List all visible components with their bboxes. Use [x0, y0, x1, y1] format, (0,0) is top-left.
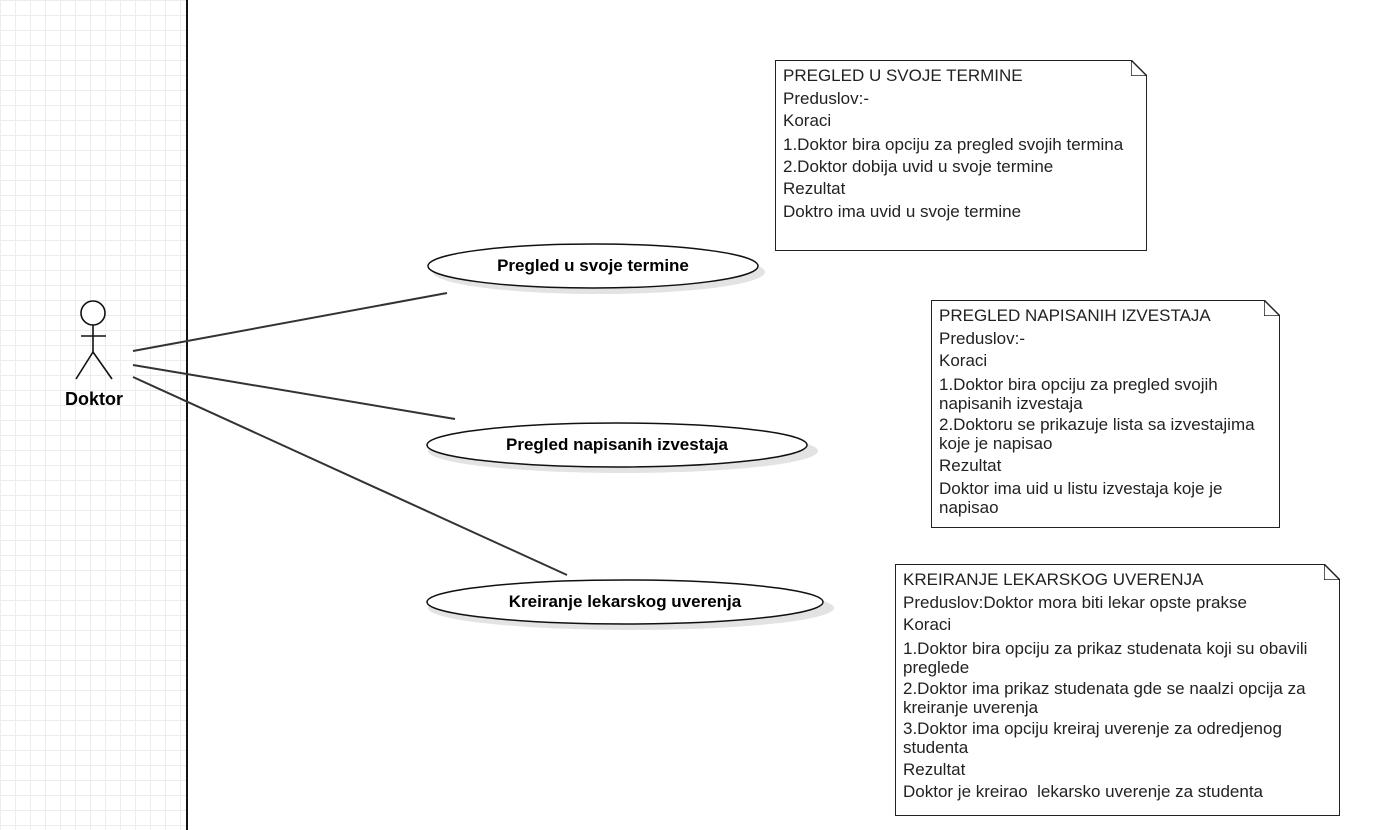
note-line: 2.Doktor dobija uvid u svoje termine	[783, 156, 1054, 176]
actor-head	[80, 300, 106, 326]
actor-label: Doktor	[65, 389, 123, 409]
note-line: Rezultat	[903, 759, 966, 779]
note-line: Rezultat	[939, 455, 1002, 475]
note-line: 1.Doktor bira opciju za pregled svojih n…	[939, 374, 1223, 413]
use-case-label-1: Pregled u svoje termine	[497, 256, 689, 275]
association-line-2[interactable]	[132, 364, 456, 420]
use-case-label-3: Kreiranje lekarskog uverenja	[508, 592, 742, 611]
note-fold-icon	[1264, 300, 1280, 316]
note-pregled-izvestaja[interactable]: PREGLED NAPISANIH IZVESTAJA Preduslov:- …	[931, 300, 1280, 528]
note-line: 1.Doktor bira opciju za prikaz studenata…	[903, 638, 1313, 677]
actor-left-leg	[75, 351, 94, 380]
note-title: PREGLED NAPISANIH IZVESTAJA	[939, 306, 1211, 325]
actor-figure[interactable]	[75, 300, 113, 380]
use-case-ellipse-2[interactable]	[426, 422, 808, 468]
actor-right-leg	[92, 351, 113, 380]
note-line: Koraci	[903, 615, 952, 635]
note-line: 1.Doktor bira opciju za pregled svojih t…	[783, 134, 1124, 154]
note-line: Koraci	[939, 351, 988, 371]
use-case-label-2: Pregled napisanih izvestaja	[505, 435, 729, 454]
note-line: Doktro ima uvid u svoje termine	[783, 201, 1022, 221]
note-title: KREIRANJE LEKARSKOG UVERENJA	[903, 570, 1204, 589]
note-line: Preduslov:-	[783, 88, 869, 108]
note-line: Rezultat	[783, 179, 846, 199]
association-line-3[interactable]	[132, 376, 568, 576]
grid-background	[0, 0, 187, 830]
note-fold-icon	[1131, 60, 1147, 76]
note-line: 3.Doktor ima opciju kreiraj uverenje za …	[903, 718, 1287, 757]
note-title: PREGLED U SVOJE TERMINE	[783, 66, 1023, 85]
note-line: Doktor ima uid u listu izvestaja koje je…	[939, 479, 1228, 518]
note-line: Preduslov:Doktor mora biti lekar opste p…	[903, 592, 1247, 612]
note-fold-icon	[1324, 564, 1340, 580]
system-boundary-line	[186, 0, 188, 830]
note-pregled-termina[interactable]: PREGLED U SVOJE TERMINE Preduslov:- Kora…	[775, 60, 1147, 251]
note-line: Doktor je kreirao lekarsko uverenje za s…	[903, 782, 1264, 802]
use-case-ellipse-3[interactable]	[426, 579, 824, 625]
note-line: Preduslov:-	[939, 328, 1025, 348]
use-case-ellipse-1[interactable]	[427, 243, 759, 289]
note-kreiranje-uverenja[interactable]: KREIRANJE LEKARSKOG UVERENJA Preduslov:D…	[895, 564, 1340, 816]
note-line: 2.Doktor ima prikaz studenata gde se naa…	[903, 678, 1311, 717]
association-line-1[interactable]	[132, 292, 448, 352]
note-line: 2.Doktoru se prikazuje lista sa izvestaj…	[939, 414, 1260, 453]
note-line: Koraci	[783, 111, 832, 131]
